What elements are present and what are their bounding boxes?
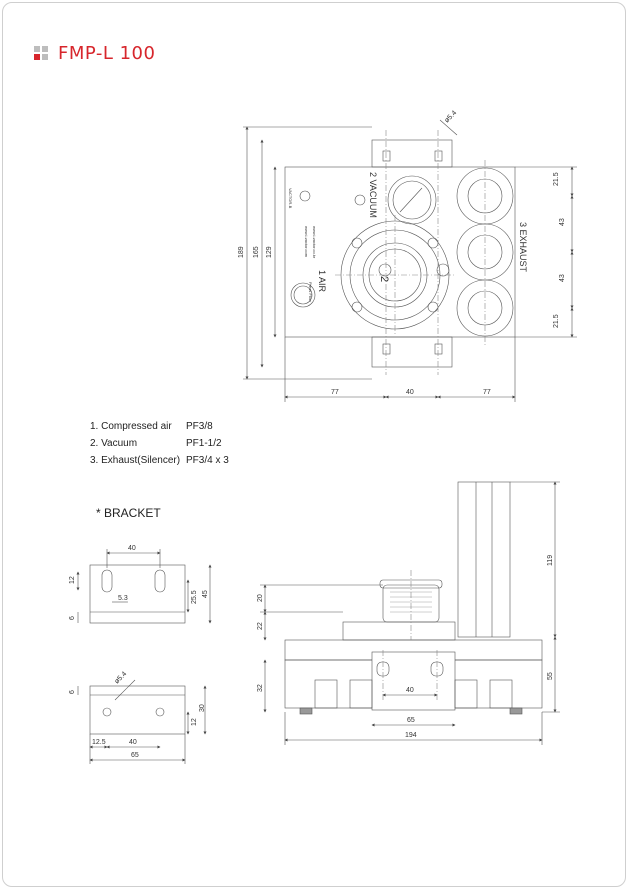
page-header: FMP-L 100 — [34, 42, 155, 64]
flange-center-mark: 2 — [378, 276, 390, 282]
dim-h-body: 129 — [266, 246, 273, 258]
dim-w-left: 77 — [331, 389, 339, 396]
dim-r-top: 21.5 — [553, 172, 560, 186]
bb-dim-w: 65 — [131, 752, 139, 759]
bt-dim-h3: 25.5 — [191, 590, 198, 604]
spec-row: 2. Vacuum PF1-1/2 — [90, 435, 229, 452]
air-port-label: 1 AIR — [317, 270, 327, 293]
sv-dim-h-20: 20 — [257, 594, 264, 602]
port-specs-list: 1. Compressed air PF3/8 2. Vacuum PF1-1/… — [90, 418, 229, 469]
main-body-outline — [284, 166, 516, 338]
front-view — [243, 119, 577, 402]
sv-dim-w-194: 194 — [405, 732, 417, 739]
exhaust-port-label: 3 EXHAUST — [518, 222, 528, 273]
side-text-3: www.i-vactor.com — [304, 226, 309, 258]
bottom-bracket-outline — [371, 336, 453, 368]
sv-dim-w-65: 65 — [407, 717, 415, 724]
air-port-sublabel: Press Flow — [308, 282, 313, 302]
spec-value: PF3/8 — [186, 421, 213, 432]
bb-dim-hole: ø5.4 — [113, 670, 128, 685]
dim-r-mid2: 43 — [559, 274, 566, 282]
spec-label: 2. Vacuum — [90, 438, 138, 449]
bracket-section-title: * BRACKET — [96, 506, 161, 520]
bt-dim-h1: 12 — [69, 576, 76, 584]
top-bracket-outline — [371, 139, 453, 168]
bt-dim-t: 6 — [69, 616, 76, 620]
dim-r-mid1: 43 — [559, 218, 566, 226]
sv-dim-h-22: 22 — [257, 622, 264, 630]
side-view — [260, 481, 560, 745]
bracket-bottom-view — [77, 679, 207, 764]
page-title: FMP-L 100 — [58, 42, 156, 64]
sv-dim-w-40: 40 — [406, 687, 414, 694]
bracket-top-view — [76, 549, 212, 624]
air-port — [290, 282, 316, 308]
bt-dim-h4: 45 — [202, 590, 209, 598]
dim-h-total: 189 — [238, 246, 245, 258]
dim-w-right: 77 — [483, 389, 491, 396]
bt-dim-h2: 5.3 — [118, 595, 128, 602]
sv-dim-h-55: 55 — [547, 672, 554, 680]
bb-dim-b: 30 — [199, 704, 206, 712]
sv-dim-h-32: 32 — [257, 684, 264, 692]
dim-h-mid: 165 — [253, 246, 260, 258]
dim-w-mid: 40 — [406, 389, 414, 396]
sv-dim-h-top: 119 — [547, 555, 554, 566]
spec-value: PF1-1/2 — [186, 438, 222, 449]
bb-dim-t: 6 — [69, 690, 76, 694]
dim-r-bot: 21.5 — [553, 314, 560, 328]
spec-row: 3. Exhaust(Silencer) PF3/4 x 3 — [90, 452, 229, 469]
bullet-squares-icon — [34, 46, 48, 60]
bb-dim-a: 12 — [191, 718, 198, 726]
bt-dim-w: 40 — [128, 545, 136, 552]
spec-value: PF3/4 x 3 — [186, 455, 229, 466]
dim-hole: ø5.4 — [443, 109, 458, 124]
spec-label: 1. Compressed air — [90, 421, 172, 432]
vacuum-gauge — [387, 175, 437, 225]
side-text-2: www.i-vactor.co.kr — [312, 226, 317, 259]
vacuum-port-label: 2 VACUUM — [368, 172, 378, 218]
bb-dim-c: 12.5 — [92, 739, 106, 746]
spec-row: 1. Compressed air PF3/8 — [90, 418, 229, 435]
side-text-1: VACTOR-B — [288, 188, 293, 209]
bb-dim-d: 40 — [129, 739, 137, 746]
spec-label: 3. Exhaust(Silencer) — [90, 455, 181, 466]
